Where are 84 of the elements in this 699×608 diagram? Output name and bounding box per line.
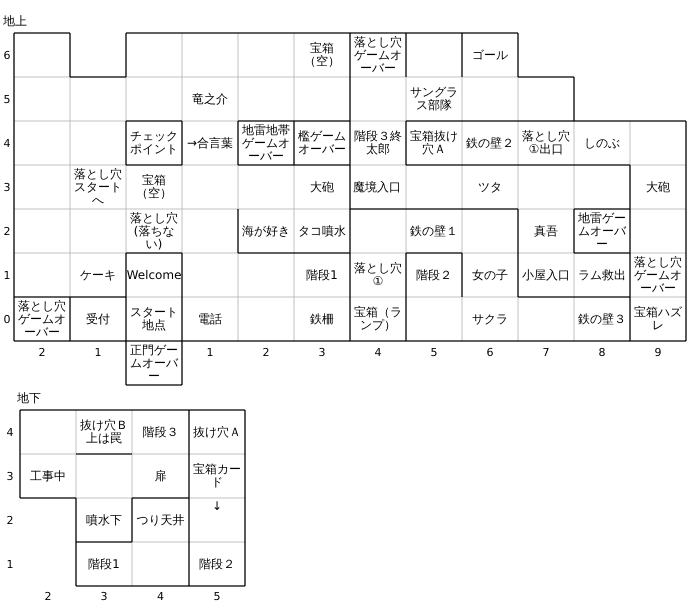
row-number: 3 xyxy=(4,180,10,194)
room-label: 小屋入口 xyxy=(522,268,570,282)
map-title: 地上 xyxy=(3,14,27,28)
row-number: 2 xyxy=(6,514,14,526)
room-label: サクラ xyxy=(472,312,508,326)
room-label: 落とし穴ゲームオーバー xyxy=(17,300,67,338)
room-label: 落とし穴(落ちない) xyxy=(129,212,179,250)
room-label: 扉 xyxy=(154,470,166,482)
column-number: 5 xyxy=(430,346,438,358)
room-label: 宝箱抜け穴Ａ xyxy=(409,130,459,156)
room-label: ゴール xyxy=(472,48,508,62)
column-number: 4 xyxy=(374,346,382,358)
room-label: 鉄の壁３ xyxy=(578,312,626,326)
room-label: 抜け穴Ａ xyxy=(193,426,241,438)
room-label: 階段３終太郎 xyxy=(353,130,403,156)
column-number: 8 xyxy=(598,346,606,358)
room-label: →合言葉 xyxy=(186,136,234,150)
room-label: 落とし穴ゲームオーバー xyxy=(633,256,683,294)
room-label: 鉄柵 xyxy=(310,312,334,326)
row-number: 4 xyxy=(4,136,10,150)
room-label: 地雷ゲームオーバー xyxy=(577,212,627,250)
room-label: 宝箱（空） xyxy=(303,42,341,68)
column-number: 6 xyxy=(486,346,494,358)
column-number: 3 xyxy=(318,346,326,358)
column-number: 9 xyxy=(654,346,662,358)
room-label: チェックポイント xyxy=(129,130,179,156)
room-label: 鉄の壁１ xyxy=(410,224,458,238)
room-label: 正門ゲームオーバー xyxy=(129,344,179,382)
room-label: 竜之介 xyxy=(192,92,228,106)
column-number: 4 xyxy=(157,590,164,602)
room-label: 檻ゲームオーバー xyxy=(297,130,347,156)
room-label: 女の子 xyxy=(472,268,508,282)
room-label: 海が好き xyxy=(242,224,290,238)
room-label: 落とし穴①出口 xyxy=(521,130,571,156)
row-number: 1 xyxy=(4,268,10,282)
room-label: ラム救出 xyxy=(578,268,626,282)
column-number: 7 xyxy=(542,346,550,358)
room-label: ツタ xyxy=(478,180,502,194)
room-label: 受付 xyxy=(86,312,110,326)
room-label: 落とし穴ゲームオーバー xyxy=(353,36,403,74)
column-number: 2 xyxy=(262,346,270,358)
room-label: 宝箱（ランプ） xyxy=(353,306,403,332)
map-title: 地下 xyxy=(17,392,41,404)
room-label: 地雷地帯ゲームオーバー xyxy=(241,124,291,162)
row-number: 0 xyxy=(4,312,10,326)
room-label: 宝箱（空） xyxy=(135,174,173,200)
row-number: 4 xyxy=(6,426,14,438)
column-number: 2 xyxy=(38,346,46,358)
room-label: 落とし穴① xyxy=(353,262,403,288)
room-label: 大砲 xyxy=(310,180,334,194)
room-label: 階段２ xyxy=(416,268,452,282)
room-label: 階段1 xyxy=(306,268,338,282)
row-number: 2 xyxy=(4,224,10,238)
room-label: スタート地点 xyxy=(129,306,179,332)
room-label: タコ噴水 xyxy=(298,224,346,238)
room-label: 真吾 xyxy=(534,224,558,238)
column-number: 5 xyxy=(214,590,220,602)
room-label: 大砲 xyxy=(646,180,670,194)
room-label: しのぶ xyxy=(584,136,620,150)
row-number: 1 xyxy=(6,558,14,570)
room-label: ケーキ xyxy=(80,268,116,282)
column-number: 1 xyxy=(206,346,214,358)
room-label: 抜け穴Ｂ上は罠 xyxy=(79,419,129,445)
room-label: 噴水下 xyxy=(86,514,122,526)
room-label: サングラス部隊 xyxy=(409,86,459,112)
room-label: 落とし穴スタートへ xyxy=(73,168,123,206)
room-label: 工事中 xyxy=(30,470,66,482)
row-number: 5 xyxy=(4,92,10,106)
column-number: 1 xyxy=(94,346,102,358)
room-label: 魔境入口 xyxy=(353,180,401,194)
room-label: つり天井 xyxy=(136,514,184,526)
room-label: 鉄の壁２ xyxy=(466,136,514,150)
room-label: 電話 xyxy=(198,312,222,326)
room-label: 階段２ xyxy=(199,558,235,570)
column-number: 2 xyxy=(44,590,52,602)
room-label: ↓ xyxy=(212,500,222,512)
room-label: 階段1 xyxy=(88,558,120,570)
row-number: 3 xyxy=(6,470,14,482)
room-label: Welcome xyxy=(126,268,182,282)
room-label: 階段３ xyxy=(142,426,178,438)
room-label: 宝箱カード xyxy=(192,463,242,489)
row-number: 6 xyxy=(4,48,10,62)
room-label: 宝箱ハズレ xyxy=(633,306,683,332)
column-number: 3 xyxy=(100,590,108,602)
